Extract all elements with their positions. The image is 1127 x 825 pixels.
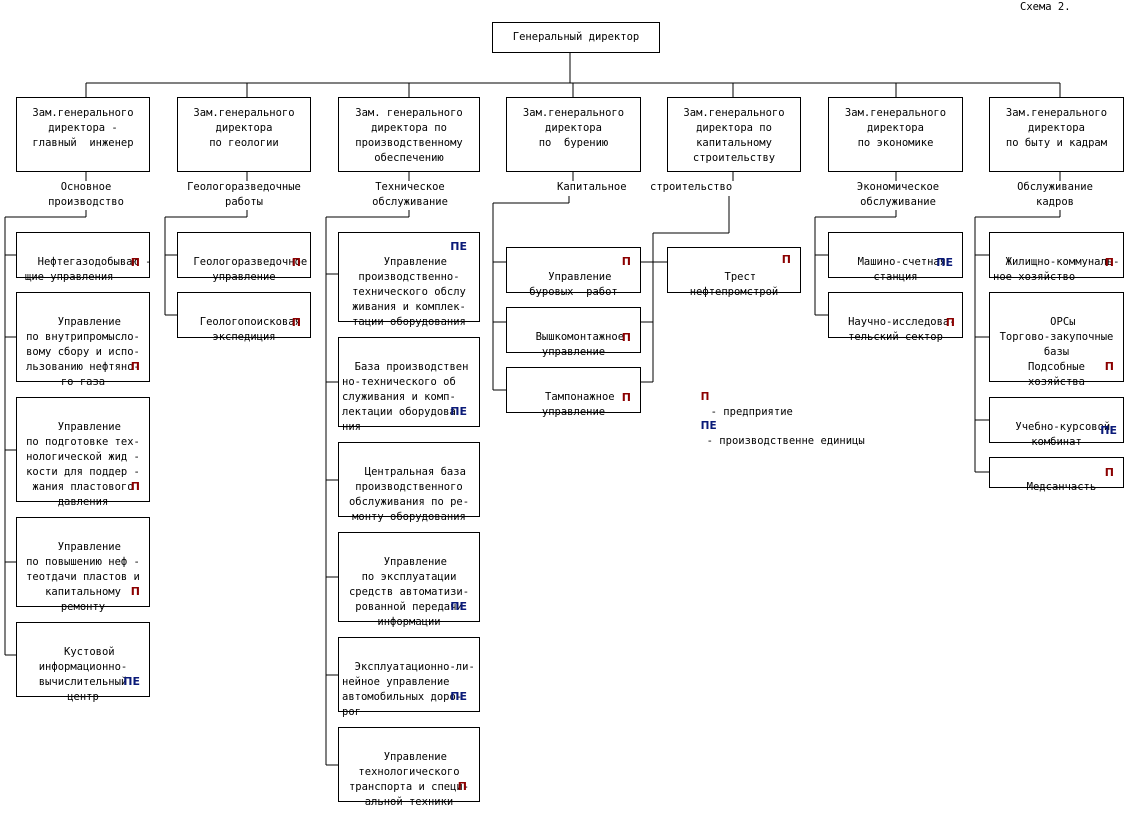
unit-box: Управление по внутрипромысло- вому сбору… (16, 292, 150, 388)
unit-badge: П (621, 255, 631, 268)
deputy-personnel: Зам.генерального директора по быту и кад… (989, 97, 1124, 172)
unit-box: ОРСы Торгово-закупочные базы Подсобные х… (989, 292, 1124, 388)
unit-badge: П (291, 256, 301, 269)
unit-text: Управление буровых работ (529, 271, 618, 298)
unit-badge: ПЕ (450, 405, 467, 418)
group-label-economic-service: Экономическое обслуживание (856, 181, 940, 208)
unit-text: Геологоразведочное управление (193, 256, 308, 283)
unit-box: Геологоразведочное управление П (177, 232, 311, 283)
unit-badge: П (781, 253, 791, 266)
unit-badge: П (130, 360, 140, 373)
unit-box: База производствен но-технического об сл… (338, 337, 480, 433)
unit-box: Эксплуатационно-ли- нейное управление ав… (338, 637, 480, 718)
unit-badge: П (130, 480, 140, 493)
unit-text: Машино-счетная станция (857, 256, 947, 283)
unit-text: Геологопоисковая экспедиция (199, 316, 301, 343)
unit-text: Управление по эксплуатации средств автом… (348, 556, 470, 628)
unit-text: Тампонажное управление (541, 391, 615, 418)
deputy-drilling: Зам.генерального директора по бурению (506, 97, 641, 172)
unit-badge: П (621, 391, 631, 404)
unit-text: Эксплуатационно-ли- нейное управление ав… (342, 661, 475, 718)
unit-badge: ПЕ (123, 675, 140, 688)
unit-box: Учебно-курсовой комбинат ПЕ (989, 397, 1124, 448)
unit-badge: П (457, 780, 467, 793)
unit-badge: ПЕ (450, 240, 467, 253)
unit-badge: П (621, 331, 631, 344)
deputy-economics: Зам.генерального директора по экономике (828, 97, 963, 172)
unit-badge: П (130, 256, 140, 269)
legend-symbol: П (700, 391, 710, 403)
deputy-chief-engineer: Зам.генерального директора - главный инж… (16, 97, 150, 172)
unit-box: Управление по повышению неф - теотдачи п… (16, 517, 150, 613)
deputy-capital-construction: Зам.генерального директора по капитально… (667, 97, 801, 172)
unit-badge: П (1104, 466, 1114, 479)
unit-text: ОРСы Торгово-закупочные базы Подсобные х… (999, 316, 1114, 388)
unit-text: Жилищно-коммуналь- ное хозяйство (993, 256, 1120, 283)
legend-text: - предприятие (710, 406, 793, 418)
unit-box: Тампонажное управление П (506, 367, 641, 418)
group-label-capital: Капитальное (557, 181, 627, 193)
unit-text: Управление по подготовке тех- нологическ… (26, 421, 140, 508)
legend-text: - производственне единицы (706, 435, 865, 447)
unit-box: Геологопоисковая экспедиция П (177, 292, 311, 343)
schema-label: Схема 2. (1020, 1, 1071, 13)
unit-box: Машино-счетная станция ПЕ (828, 232, 963, 283)
group-label-main-production: Основное производство (48, 181, 124, 208)
unit-box: Кустовой информационно- вычислительный ц… (16, 622, 150, 703)
unit-text: База производствен но-технического об сл… (342, 361, 469, 433)
unit-text: Вышкомонтажное управление (535, 331, 625, 358)
deputy-production-support: Зам. генерального директора по производс… (338, 97, 480, 172)
unit-badge: ПЕ (936, 256, 953, 269)
legend-symbol: ПЕ (700, 420, 717, 432)
unit-text: Центральная база производственного обслу… (348, 466, 470, 523)
unit-box: Управление производственно- технического… (338, 232, 480, 328)
legend-item: П - предприятие (688, 375, 793, 420)
unit-badge: П (291, 316, 301, 329)
group-label-construction: строительство (650, 181, 733, 193)
unit-text: Управление по внутрипромысло- вому сбору… (26, 316, 140, 388)
group-label-geology-works: Геологоразведочные работы (187, 181, 301, 208)
unit-badge: ПЕ (450, 600, 467, 613)
unit-text: Управление технологического транспорта и… (348, 751, 470, 808)
unit-box: Управление буровых работ П (506, 247, 641, 298)
unit-badge: П (1104, 360, 1114, 373)
unit-text: Управление по повышению неф - теотдачи п… (26, 541, 140, 613)
unit-box: Управление по подготовке тех- нологическ… (16, 397, 150, 508)
unit-box: Жилищно-коммуналь- ное хозяйство П (989, 232, 1124, 283)
unit-text: Трест нефтепромстрой (689, 271, 779, 298)
unit-badge: ПЕ (1100, 424, 1117, 437)
unit-text: Учебно-курсовой комбинат (1015, 421, 1111, 448)
unit-box: Нефтегазодобываю - щие управления П (16, 232, 151, 283)
unit-text: Кустовой информационно- вычислительный ц… (38, 646, 128, 703)
unit-box: Трест нефтепромстрой П (667, 247, 801, 298)
unit-text: Управление производственно- технического… (352, 256, 466, 328)
unit-badge: ПЕ (450, 690, 467, 703)
unit-badge: П (1104, 256, 1114, 269)
connector-lines (4, 53, 1061, 766)
unit-box: Медсанчасть П (989, 457, 1124, 493)
legend-item: ПЕ - производственне единицы (688, 404, 865, 449)
unit-text: Медсанчасть (1026, 481, 1097, 493)
group-label-technical-service: Техническое обслуживание (372, 181, 448, 208)
unit-box: Научно-исследова- тельский сектор П (828, 292, 963, 343)
unit-box: Вышкомонтажное управление П (506, 307, 641, 358)
unit-text: Нефтегазодобываю - щие управления (25, 256, 152, 283)
group-label-personnel-service: Обслуживание кадров (1017, 181, 1093, 208)
unit-box: Управление по эксплуатации средств автом… (338, 532, 480, 628)
unit-badge: П (945, 316, 955, 329)
unit-text: Научно-исследова- тельский сектор (848, 316, 956, 343)
unit-badge: П (130, 585, 140, 598)
general-director-box: Генеральный директор (492, 22, 660, 53)
unit-box: Управление технологического транспорта и… (338, 727, 480, 808)
deputy-geology: Зам.генерального директора по геологии (177, 97, 311, 172)
unit-box: Центральная база производственного обслу… (338, 442, 480, 523)
